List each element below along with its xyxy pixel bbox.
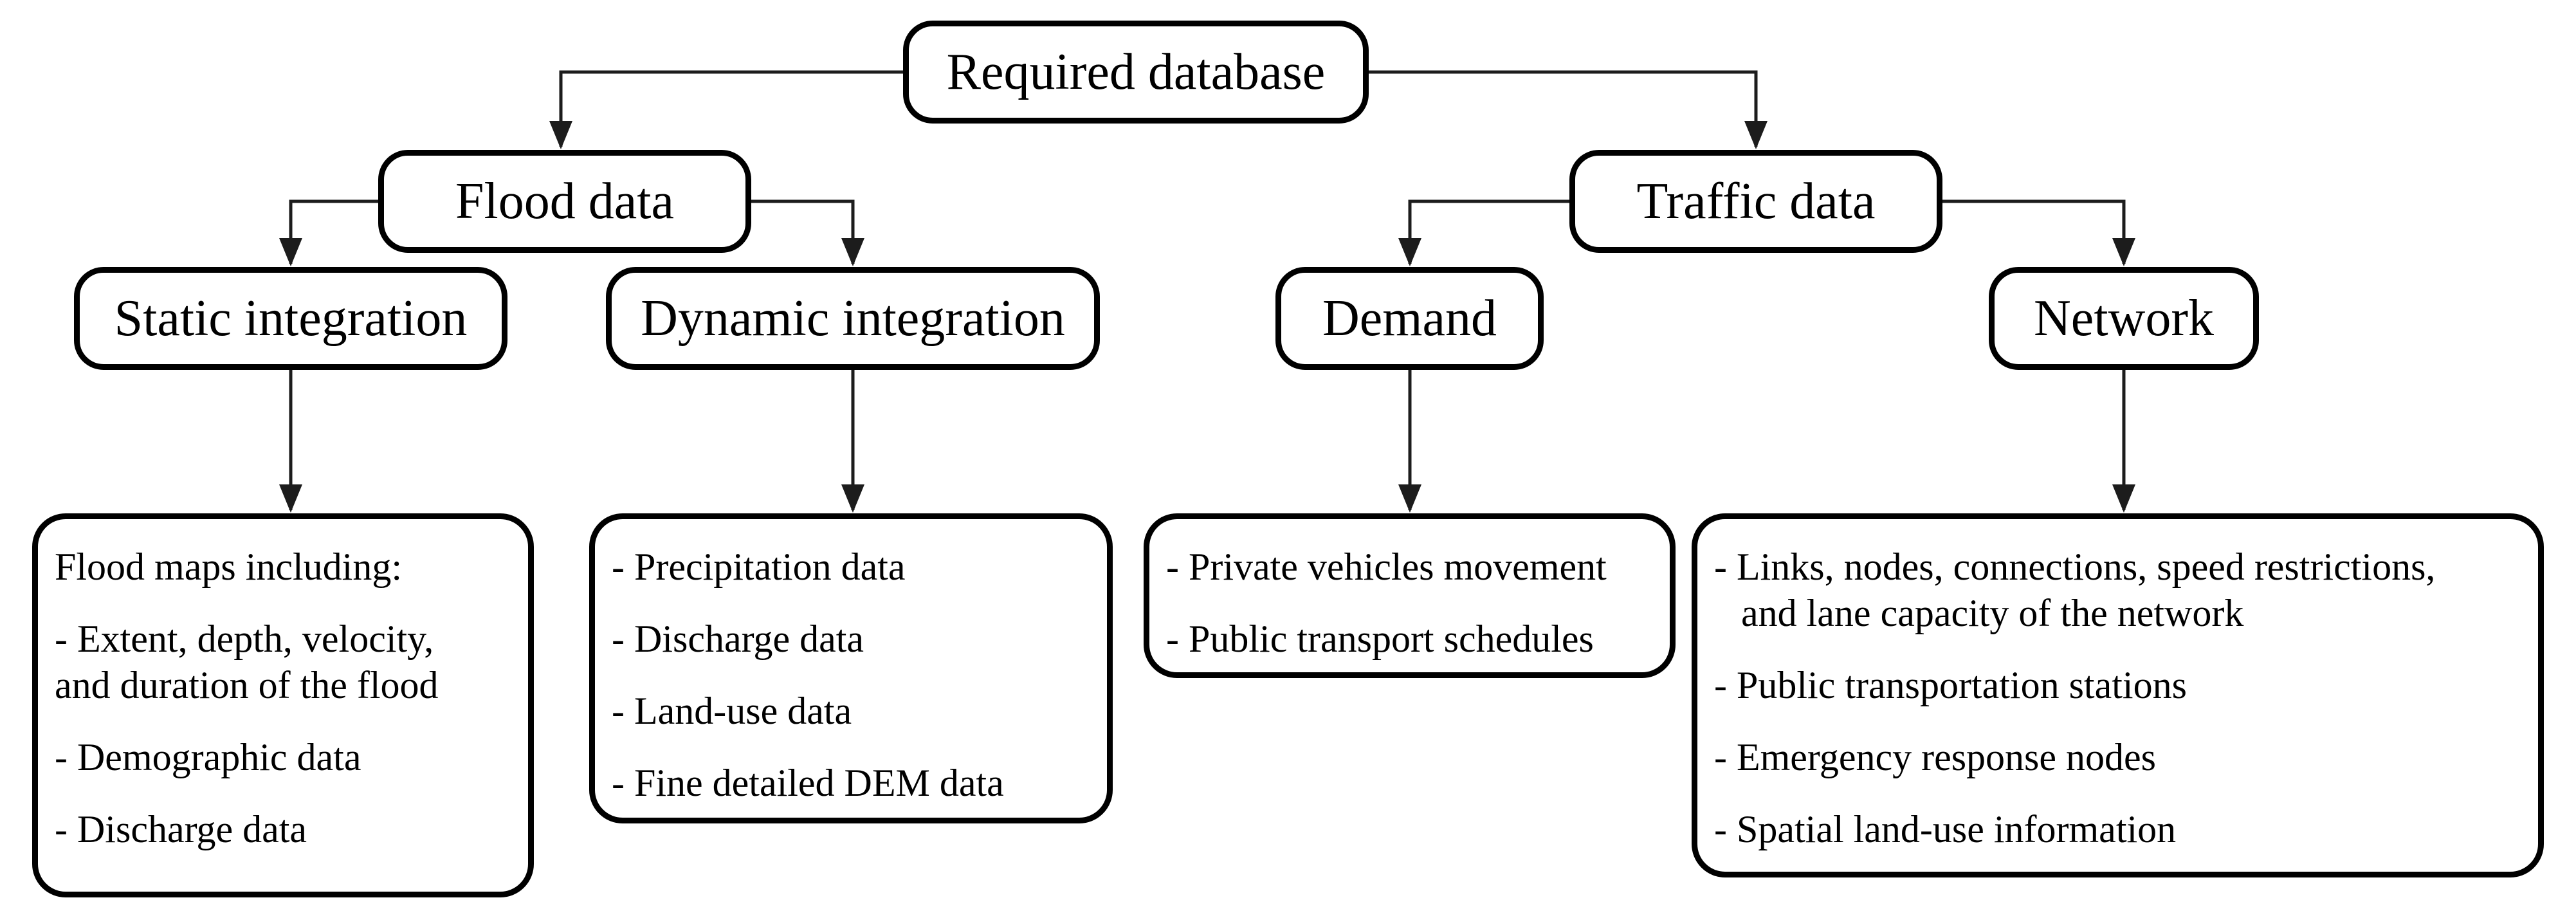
- connector-traffic-data-to-network: [1942, 199, 2135, 266]
- leaf-flood-maps-line: - Extent, depth, velocity,: [55, 618, 434, 660]
- leaf-flood-maps-line: - Demographic data: [55, 736, 361, 778]
- leaf-flood-maps-line: and duration of the flood: [55, 664, 439, 706]
- leaf-network-inputs-line: and lane capacity of the network: [1741, 592, 2244, 634]
- connector-flood-data-to-dynamic-integration: [751, 199, 864, 266]
- connector-traffic-data-to-demand: [1398, 199, 1569, 266]
- node-traffic-data: Traffic data: [1569, 150, 1942, 253]
- node-network-label: Network: [2034, 290, 2214, 347]
- leaf-dynamic-inputs-line: - Land-use data: [612, 690, 852, 732]
- leaf-dynamic-inputs-line: - Discharge data: [612, 618, 864, 660]
- leaf-network-inputs: - Links, nodes, connections, speed restr…: [1692, 513, 2544, 877]
- node-flood-data: Flood data: [378, 150, 751, 253]
- leaf-flood-maps-line: Flood maps including:: [55, 546, 402, 588]
- leaf-network-inputs-line: - Public transportation stations: [1714, 664, 2187, 706]
- connector-flood-data-to-static-integration: [279, 199, 378, 266]
- leaf-flood-maps-line: - Discharge data: [55, 808, 307, 850]
- connector-required-database-to-flood-data: [549, 70, 903, 149]
- leaf-dynamic-inputs-line: - Precipitation data: [612, 546, 906, 588]
- node-required-database-label: Required database: [946, 44, 1326, 100]
- leaf-demand-inputs-line: - Public transport schedules: [1166, 618, 1594, 660]
- leaf-dynamic-inputs-line: - Fine detailed DEM data: [612, 762, 1004, 804]
- node-static-integration: Static integration: [74, 267, 507, 370]
- node-static-integration-label: Static integration: [114, 290, 468, 347]
- node-dynamic-integration: Dynamic integration: [606, 267, 1100, 370]
- leaf-network-inputs-line: - Spatial land-use information: [1714, 808, 2177, 850]
- node-required-database: Required database: [903, 21, 1369, 124]
- leaf-network-inputs-line: - Links, nodes, connections, speed restr…: [1714, 546, 2436, 588]
- leaf-dynamic-inputs: - Precipitation data - Discharge data - …: [589, 513, 1113, 823]
- leaf-flood-maps: Flood maps including: - Extent, depth, v…: [32, 513, 534, 897]
- leaf-network-inputs-line: - Emergency response nodes: [1714, 736, 2157, 778]
- leaf-demand-inputs: - Private vehicles movement - Public tra…: [1144, 513, 1676, 678]
- node-traffic-data-label: Traffic data: [1636, 173, 1876, 230]
- node-demand: Demand: [1275, 267, 1544, 370]
- node-demand-label: Demand: [1322, 290, 1497, 347]
- node-network: Network: [1989, 267, 2259, 370]
- connector-required-database-to-traffic-data: [1369, 70, 1768, 149]
- node-dynamic-integration-label: Dynamic integration: [641, 290, 1065, 347]
- node-flood-data-label: Flood data: [455, 173, 674, 230]
- leaf-demand-inputs-line: - Private vehicles movement: [1166, 546, 1607, 588]
